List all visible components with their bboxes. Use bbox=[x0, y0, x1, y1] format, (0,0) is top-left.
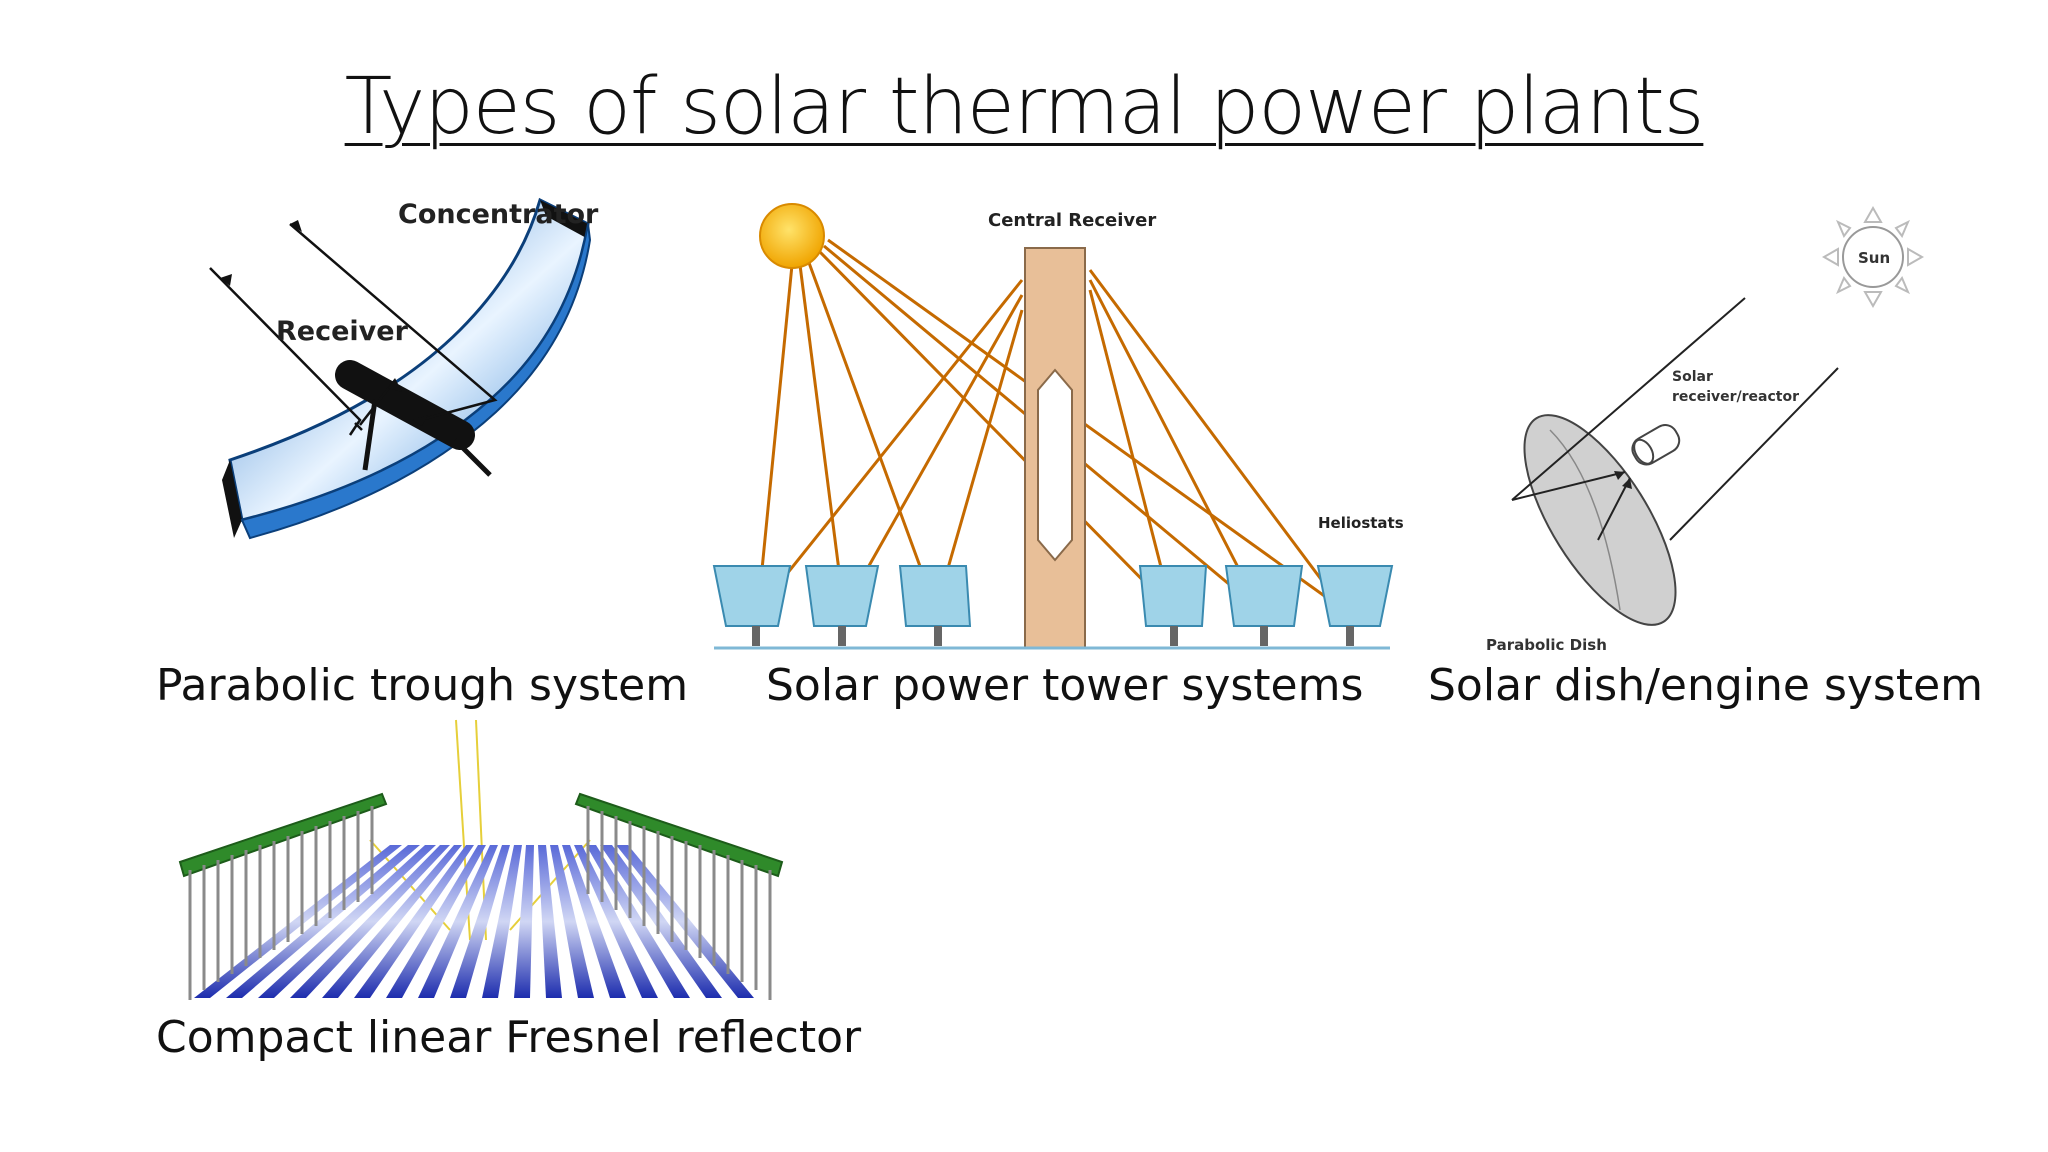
heliostats bbox=[712, 565, 1394, 627]
parabolic-trough-diagram: Concentrator Receiver bbox=[209, 197, 599, 540]
sun-icon bbox=[1821, 205, 1925, 309]
slide-title: Types of solar thermal power plants bbox=[344, 62, 1705, 152]
right-receiver-support bbox=[574, 792, 784, 1000]
trough-rim bbox=[540, 200, 590, 240]
caption-dish-engine: Solar dish/engine system bbox=[1428, 660, 1984, 711]
left-receiver-support bbox=[178, 792, 388, 1000]
dish-rays bbox=[1511, 297, 1839, 541]
dish-engine-diagram: Sun Solar receiver/reactor Parabolic Dis… bbox=[1486, 205, 1925, 654]
caption-parabolic-trough: Parabolic trough system bbox=[156, 660, 689, 711]
heliostats-label: Heliostats bbox=[1318, 514, 1404, 532]
receiver-label: Receiver bbox=[276, 316, 409, 347]
reflected-rays bbox=[756, 269, 1346, 611]
sun-icon bbox=[759, 203, 825, 269]
sun-label: Sun bbox=[1858, 249, 1890, 267]
caption-fresnel: Compact linear Fresnel reflector bbox=[156, 1012, 862, 1063]
mirror-strips bbox=[194, 845, 754, 998]
receiver-tube bbox=[335, 360, 492, 477]
dish-label: Parabolic Dish bbox=[1486, 636, 1607, 654]
trough-base bbox=[222, 460, 242, 538]
caption-power-tower: Solar power tower systems bbox=[766, 660, 1364, 711]
receiver-label-line2: receiver/reactor bbox=[1672, 389, 1799, 405]
fresnel-reflector-diagram bbox=[178, 719, 784, 1000]
central-receiver-label: Central Receiver bbox=[988, 210, 1156, 231]
receiver-label-line1: Solar bbox=[1672, 369, 1713, 385]
concentrator-label: Concentrator bbox=[398, 199, 599, 230]
power-tower-diagram: Central Receiver Heliostats bbox=[712, 203, 1404, 650]
solar-receiver bbox=[1631, 424, 1681, 466]
